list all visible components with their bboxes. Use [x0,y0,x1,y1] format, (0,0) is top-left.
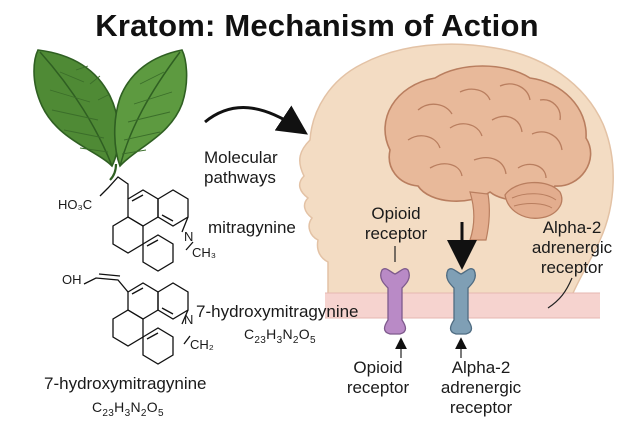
alpha2-right-line-2: adrenergic [531,238,613,257]
chem-label-ch3: CH₃ [192,245,217,260]
kratom-leaves [33,49,188,181]
opioid-bottom-line-1: Opioid [353,358,403,377]
mitragynine-label: mitragynine [208,218,296,237]
7-hydroxymitragynine-label-mid: 7-hydroxymitragynine [196,302,359,321]
chem-label-ho3c: HO₃C [58,197,93,212]
molecular-pathways-line-2: pathways [204,168,276,187]
chem-label-oh: OH [62,272,82,287]
alpha2-bottom-line-2: adrenergic [440,378,522,397]
molecular-pathways-line-1: Molecular [204,148,278,167]
7-hydroxymitragynine-structure [83,273,191,365]
chem-label-ch2: CH₂ [190,337,214,352]
brain [384,65,592,241]
alpha2-receptor [446,268,476,335]
opioid-top-line-1: Opioid [371,204,421,223]
alpha2-receptor-label-bottom: Alpha-2 adrenergic receptor [428,358,534,418]
alpha2-receptor-label-right: Alpha-2 adrenergic receptor [520,218,624,278]
opioid-bottom-line-2: receptor [346,378,410,397]
chem-label-n2: N [184,312,194,327]
page-title: Kratom: Mechanism of Action [95,8,539,43]
opioid-receptor-label-bottom: Opioid receptor [338,358,418,398]
alpha2-bottom-line-3: receptor [449,398,513,417]
leader-alpha2-right [547,277,573,309]
alpha2-right-line-1: Alpha-2 [542,218,602,237]
formula-bottom: C23H3N2O5 [92,399,164,419]
arrow-leaf-to-brain [204,105,308,135]
molecular-pathways-label: Molecular pathways [204,148,278,188]
formula-mid: C23H3N2O5 [244,326,316,346]
alpha2-right-line-3: receptor [540,258,604,277]
opioid-receptor-label-top: Opioid receptor [354,204,438,244]
7-hydroxymitragynine-label-bottom: 7-hydroxymitragynine [44,374,207,393]
opioid-top-line-2: receptor [364,224,428,243]
mitragynine-structure [99,176,194,272]
chem-label-n1: N [184,229,194,244]
alpha2-bottom-line-1: Alpha-2 [451,358,511,377]
opioid-receptor [380,268,410,335]
